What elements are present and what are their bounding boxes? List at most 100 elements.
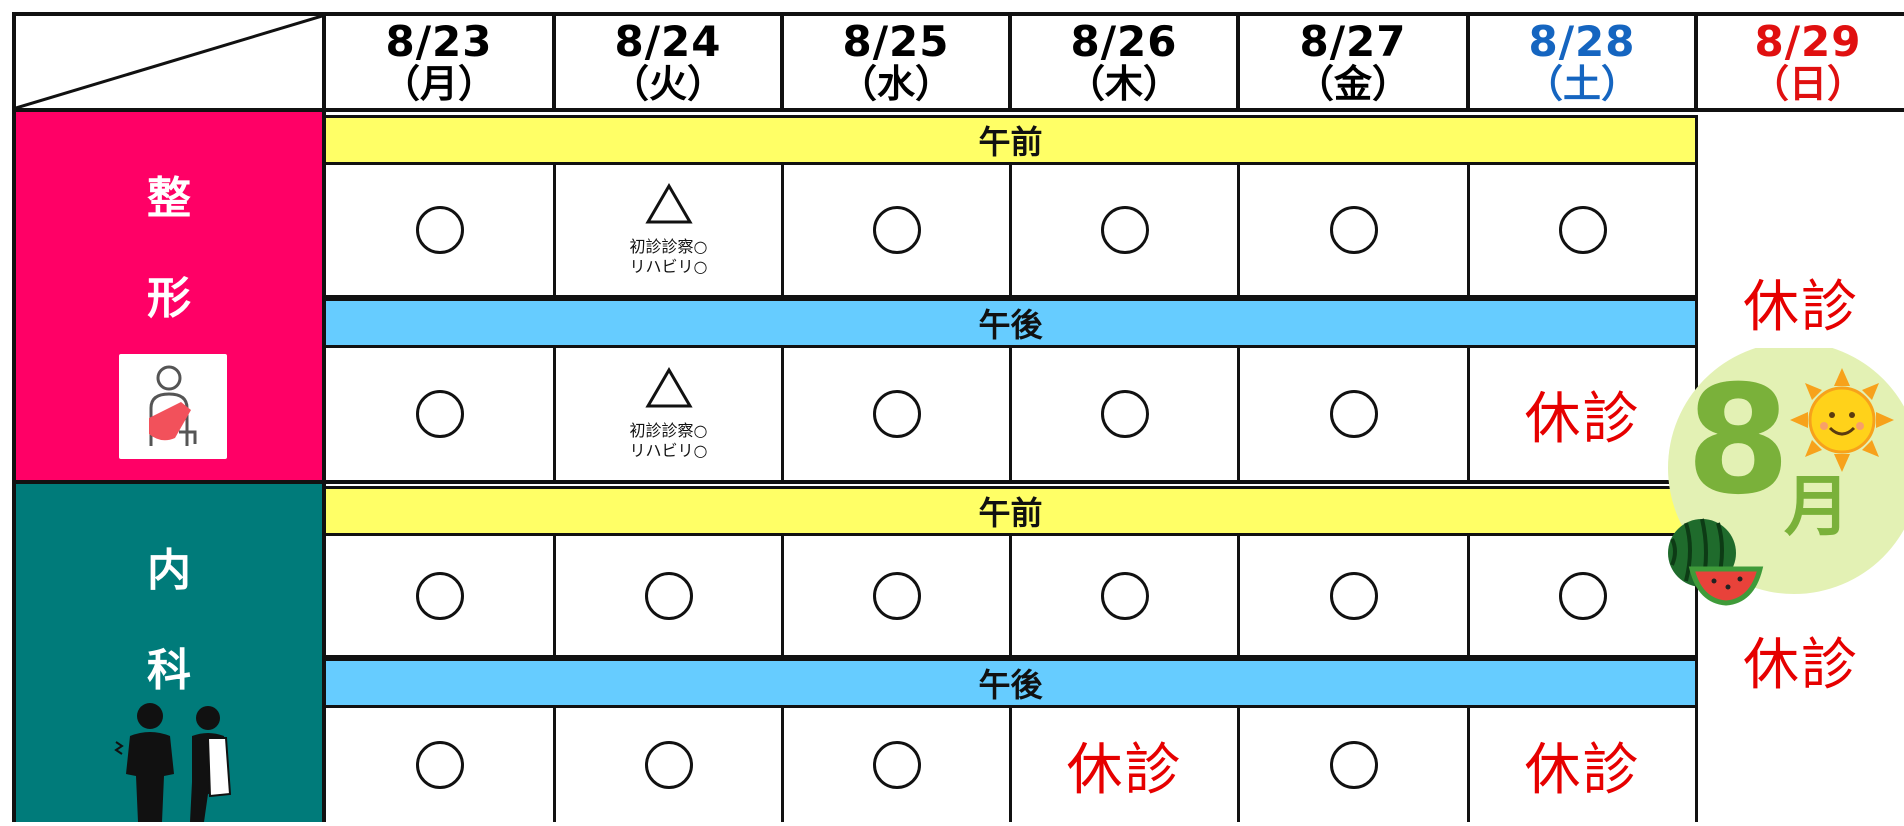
ortho-am-0823 xyxy=(326,165,556,298)
dept-char-1: 内 xyxy=(147,545,191,596)
internal-am-0826 xyxy=(1012,536,1240,658)
date-header-0829: 8/29 （日） xyxy=(1698,12,1904,112)
open-mark xyxy=(1329,741,1378,789)
dept-char-1: 整 xyxy=(147,173,191,224)
ortho-am-0825 xyxy=(784,165,1012,298)
date-label: 8/24 xyxy=(614,17,722,66)
date-label: 8/27 xyxy=(1299,17,1407,66)
weekday-label: （月） xyxy=(381,62,496,106)
open-mark xyxy=(1100,206,1149,254)
sling-arm-icon xyxy=(119,354,227,459)
closed-mark: 休診 xyxy=(1066,737,1183,803)
ortho-am-bar: 午前 xyxy=(326,115,1698,165)
internal-pm-0826: 休診 xyxy=(1012,708,1240,822)
internal-pm-0823 xyxy=(326,708,556,822)
dept-char-2: 形 xyxy=(147,273,191,324)
open-mark xyxy=(1558,206,1607,254)
internal-am-0825 xyxy=(784,536,1012,658)
open-mark xyxy=(872,390,921,438)
weekday-label: （火） xyxy=(610,62,725,106)
slot-label-pm: 午後 xyxy=(978,306,1043,344)
month-number: 8 xyxy=(1686,354,1791,528)
ortho-pm-0828: 休診 xyxy=(1470,348,1698,484)
internal-pm-0825 xyxy=(784,708,1012,822)
ortho-pm-0826 xyxy=(1012,348,1240,484)
date-label: 8/29 xyxy=(1754,17,1862,66)
weekday-label: （日） xyxy=(1750,62,1865,106)
slot-label-pm: 午後 xyxy=(978,666,1043,704)
open-mark xyxy=(1329,571,1378,620)
internal-pm-0828: 休診 xyxy=(1470,708,1698,822)
ortho-pm-0827 xyxy=(1240,348,1470,484)
doctor-patient-icon xyxy=(112,702,252,822)
ortho-am-0826 xyxy=(1012,165,1240,298)
internal-am-0823 xyxy=(326,536,556,658)
date-header-0823: 8/23 （月） xyxy=(326,12,556,112)
date-label: 8/28 xyxy=(1528,17,1636,66)
partial-mark xyxy=(644,183,693,224)
sunday-closed-lower: 休診 xyxy=(1743,633,1859,698)
note-line-2: リハビリ○ xyxy=(629,441,708,460)
note-line-1: 初診診察○ xyxy=(629,237,708,256)
internal-am-0828 xyxy=(1470,536,1698,658)
open-mark xyxy=(644,571,693,620)
note-line-1: 初診診察○ xyxy=(629,421,708,440)
open-mark xyxy=(415,206,464,254)
open-mark xyxy=(872,741,921,789)
date-label: 8/26 xyxy=(1070,17,1178,66)
august-badge-icon xyxy=(1668,342,1904,606)
dept-char-2: 科 xyxy=(147,645,191,696)
department-orthopedics: 整 形 xyxy=(12,112,326,484)
weekday-label: （水） xyxy=(838,62,953,106)
open-mark xyxy=(644,741,693,789)
note-line-2: リハビリ○ xyxy=(629,257,708,276)
ortho-pm-0823 xyxy=(326,348,556,484)
weekday-label: （金） xyxy=(1295,62,1410,106)
date-header-0828: 8/28 （土） xyxy=(1470,12,1698,112)
ortho-pm-0824: 初診診察○ リハビリ○ xyxy=(556,348,784,484)
header-corner xyxy=(12,12,326,112)
ortho-am-0824: 初診診察○ リハビリ○ xyxy=(556,165,784,298)
internal-am-bar: 午前 xyxy=(326,486,1698,536)
date-header-0827: 8/27 （金） xyxy=(1240,12,1470,112)
open-mark xyxy=(415,571,464,620)
open-mark xyxy=(1329,390,1378,438)
sunday-closed-upper: 休診 xyxy=(1743,275,1859,340)
internal-am-0827 xyxy=(1240,536,1470,658)
open-mark xyxy=(872,206,921,254)
ortho-pm-bar: 午後 xyxy=(326,298,1698,348)
august-decoration: 8 月 xyxy=(1644,342,1904,608)
sun-icon xyxy=(1790,368,1894,472)
date-header-0825: 8/25 （水） xyxy=(784,12,1012,112)
closed-mark: 休診 xyxy=(1524,737,1641,803)
month-char: 月 xyxy=(1784,468,1850,545)
open-mark xyxy=(1329,206,1378,254)
ortho-am-0828 xyxy=(1470,165,1698,298)
date-label: 8/23 xyxy=(385,17,493,66)
open-mark xyxy=(1100,390,1149,438)
ortho-pm-0825 xyxy=(784,348,1012,484)
open-mark xyxy=(1100,571,1149,620)
date-header-0826: 8/26 （木） xyxy=(1012,12,1240,112)
internal-pm-0824 xyxy=(556,708,784,822)
slot-label-am: 午前 xyxy=(978,494,1043,532)
open-mark xyxy=(872,571,921,620)
internal-am-0824 xyxy=(556,536,784,658)
watermelon-icon xyxy=(1668,518,1764,606)
partial-mark xyxy=(644,367,693,408)
weekday-label: （木） xyxy=(1066,62,1181,106)
weekday-label: （土） xyxy=(1524,62,1639,106)
department-internal: 内 科 xyxy=(12,484,326,822)
internal-pm-bar: 午後 xyxy=(326,658,1698,708)
ortho-am-0827 xyxy=(1240,165,1470,298)
date-label: 8/25 xyxy=(842,17,950,66)
closed-mark: 休診 xyxy=(1524,386,1641,452)
date-header-0824: 8/24 （火） xyxy=(556,12,784,112)
internal-pm-0827 xyxy=(1240,708,1470,822)
diagonal-line xyxy=(16,16,322,108)
slot-label-am: 午前 xyxy=(978,123,1043,161)
open-mark xyxy=(1558,571,1607,620)
open-mark xyxy=(415,741,464,789)
open-mark xyxy=(415,390,464,438)
